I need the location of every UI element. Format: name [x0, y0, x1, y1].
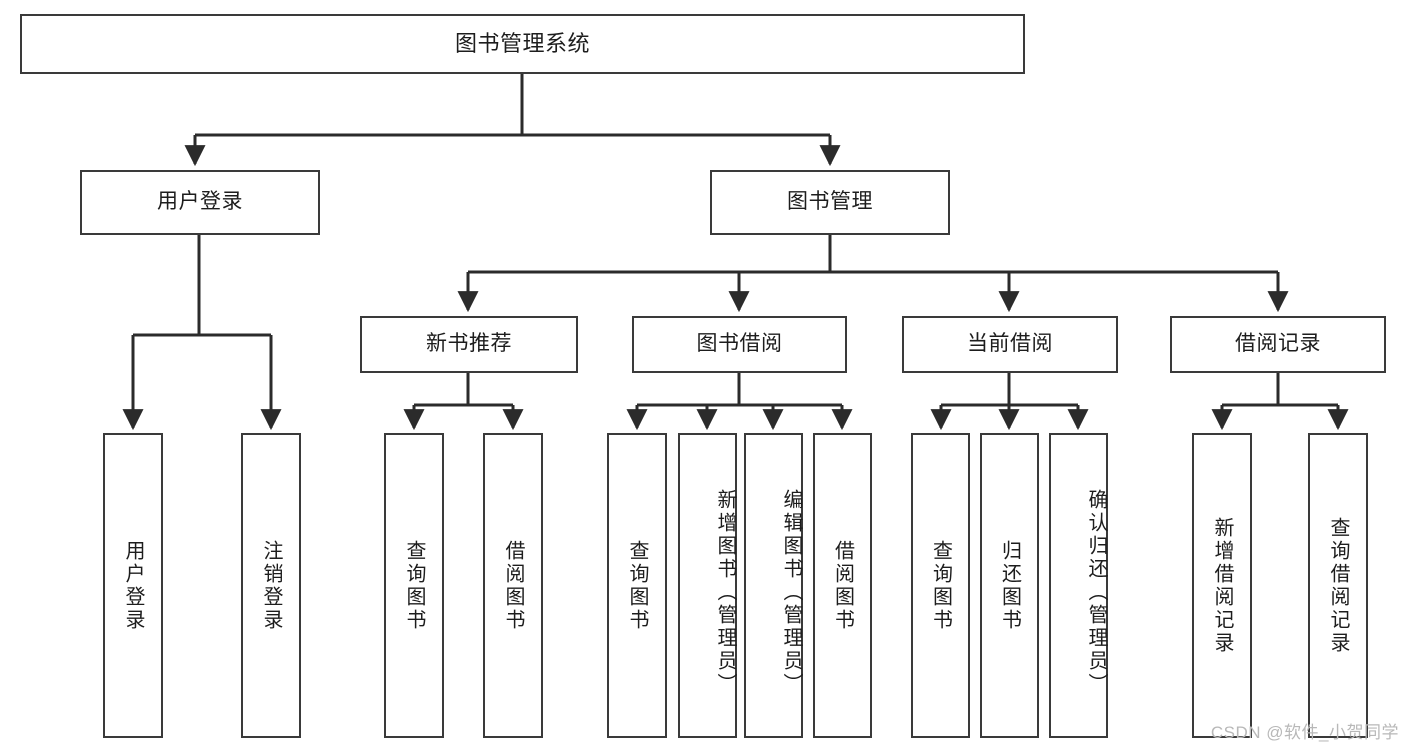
node-new-book-recommend[interactable]: 新书推荐 [360, 316, 578, 373]
leaf-record-add-record[interactable]: 新增借阅记录 [1192, 433, 1252, 738]
leaf-label: 编辑图书（管理员） [780, 489, 802, 696]
node-book-management[interactable]: 图书管理 [710, 170, 950, 235]
leaf-record-query-record[interactable]: 查询借阅记录 [1308, 433, 1368, 738]
leaf-current-query-book[interactable]: 查询图书 [911, 433, 970, 738]
node-user-login[interactable]: 用户登录 [80, 170, 320, 235]
leaf-user-login-logout[interactable]: 注销登录 [241, 433, 301, 738]
leaf-label: 查询图书 [626, 539, 648, 632]
node-book-borrow[interactable]: 图书借阅 [632, 316, 847, 373]
leaf-borrow-edit-book-admin[interactable]: 编辑图书（管理员） [744, 433, 803, 738]
node-current-borrow[interactable]: 当前借阅 [902, 316, 1118, 373]
leaf-label: 新增图书（管理员） [714, 489, 736, 696]
leaf-borrow-borrow-book[interactable]: 借阅图书 [813, 433, 872, 738]
leaf-label: 借阅图书 [831, 539, 854, 632]
leaf-label: 归还图书 [998, 539, 1021, 632]
leaf-label: 查询图书 [403, 539, 425, 632]
watermark-text: CSDN @软件_小贺同学 [1210, 723, 1399, 742]
leaf-current-return-book[interactable]: 归还图书 [980, 433, 1039, 738]
leaf-current-confirm-return-admin[interactable]: 确认归还（管理员） [1049, 433, 1108, 738]
leaf-label: 查询借阅记录 [1327, 516, 1349, 655]
leaf-recommend-borrow-book[interactable]: 借阅图书 [483, 433, 543, 738]
leaf-label: 新增借阅记录 [1211, 516, 1233, 655]
node-borrow-record[interactable]: 借阅记录 [1170, 316, 1386, 373]
leaf-recommend-query-book[interactable]: 查询图书 [384, 433, 444, 738]
leaf-user-login-login[interactable]: 用户登录 [103, 433, 163, 738]
leaf-label: 用户登录 [122, 539, 144, 632]
leaf-label: 注销登录 [260, 539, 282, 632]
leaf-borrow-add-book-admin[interactable]: 新增图书（管理员） [678, 433, 737, 738]
node-root-system[interactable]: 图书管理系统 [20, 14, 1025, 74]
leaf-borrow-query-book[interactable]: 查询图书 [607, 433, 667, 738]
leaf-label: 借阅图书 [502, 539, 524, 632]
leaf-label: 确认归还（管理员） [1085, 489, 1107, 696]
leaf-label: 查询图书 [929, 539, 952, 632]
